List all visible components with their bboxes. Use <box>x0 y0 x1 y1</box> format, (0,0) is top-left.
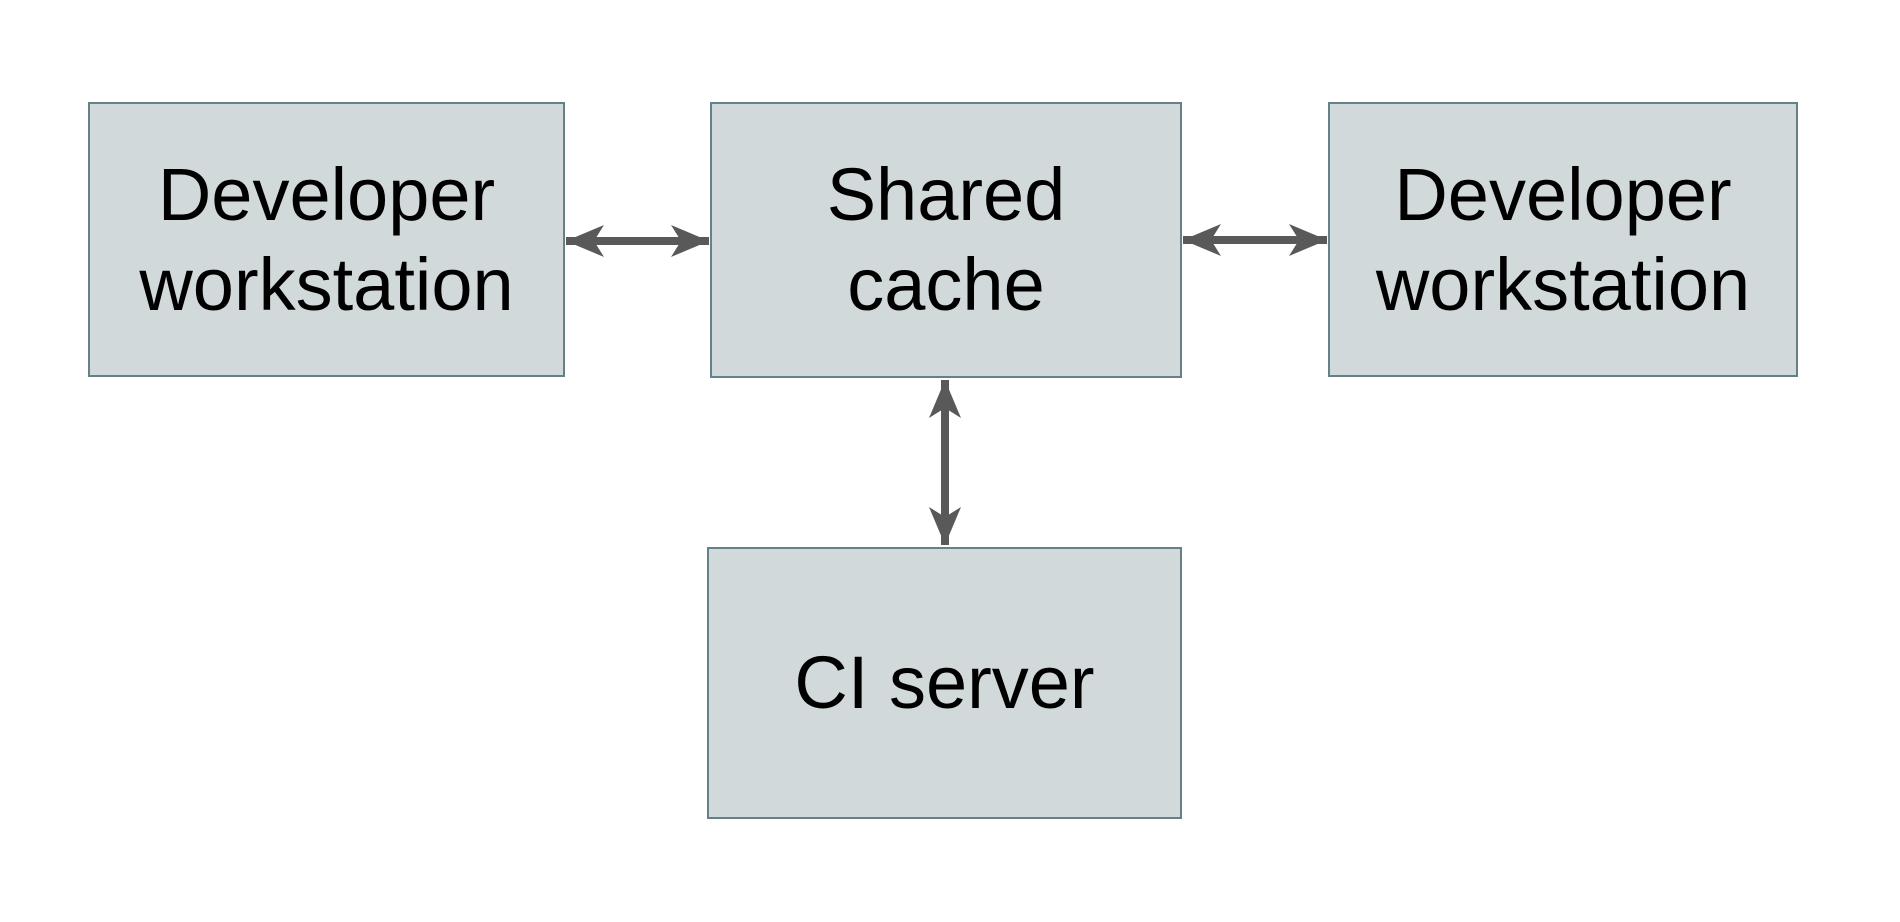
node-label-line: Shared <box>826 153 1066 236</box>
node-label-line: CI server <box>794 641 1095 724</box>
node-label-line: cache <box>847 243 1045 326</box>
node-label-line: workstation <box>1375 242 1751 326</box>
node-label-line: Developer <box>1394 152 1732 236</box>
node-shared-cache: Shared cache <box>710 102 1182 378</box>
node-ci-server: CI server <box>707 547 1182 819</box>
node-developer-workstation-right: Developer workstation <box>1328 102 1798 377</box>
node-developer-workstation-left: Developer workstation <box>88 102 565 377</box>
node-label-line: workstation <box>139 242 514 326</box>
node-label-line: Developer <box>157 152 496 236</box>
